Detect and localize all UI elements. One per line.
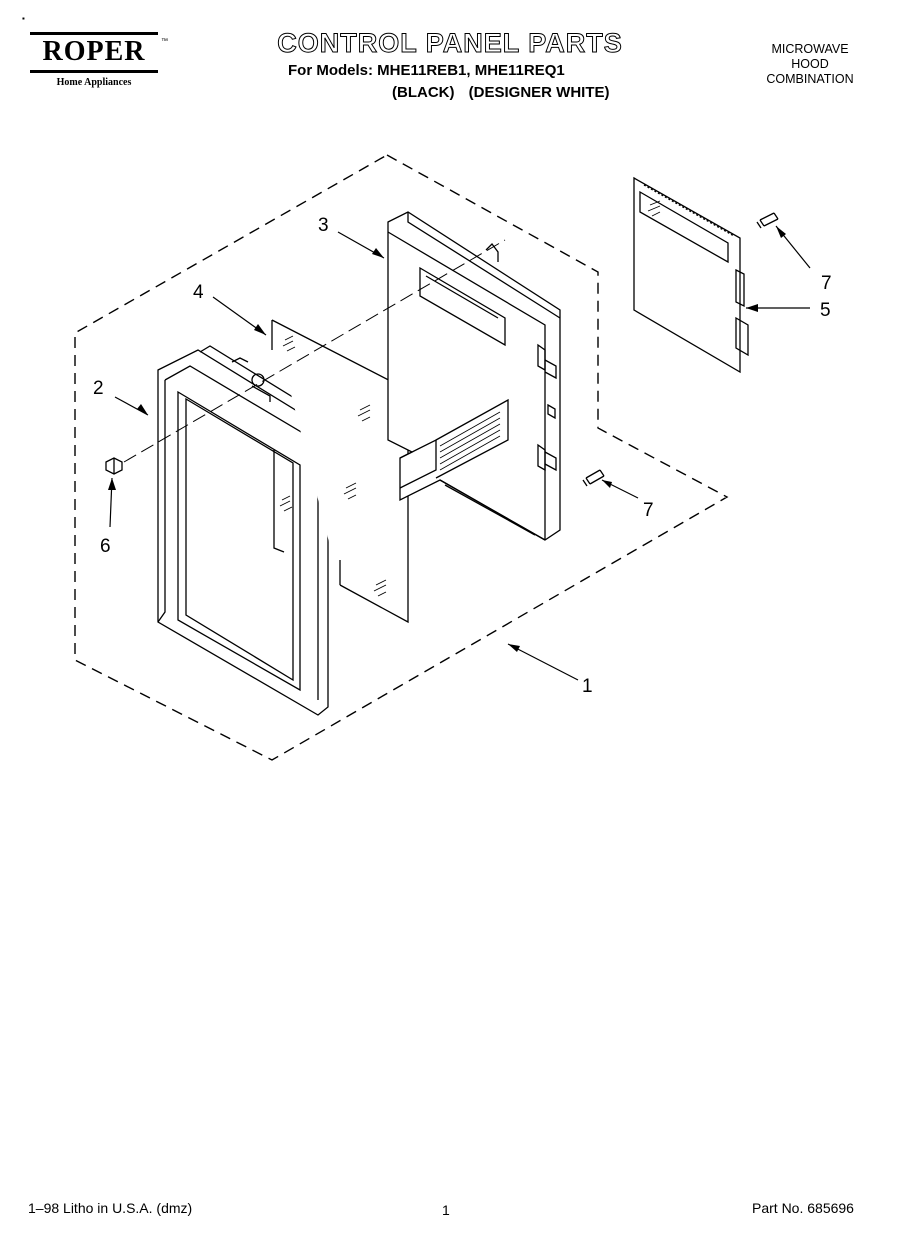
callout-4: 4 (193, 282, 204, 303)
screw-part-6 (105, 457, 123, 475)
electronic-control-board (633, 176, 749, 374)
part-number: Part No. 685696 (752, 1200, 854, 1216)
product-line-2: HOOD (791, 57, 829, 71)
leader-arrowheads (108, 226, 786, 652)
control-panel-frame (157, 345, 331, 716)
product-line-1: MICROWAVE (771, 42, 849, 56)
page-title: CONTROL PANEL PARTS (277, 28, 623, 59)
model-colors: (BLACK) (DESIGNER WHITE) (392, 84, 610, 102)
callout-1: 1 (582, 676, 593, 697)
product-type: MICROWAVE HOOD COMBINATION (740, 42, 880, 87)
product-line-3: COMBINATION (766, 72, 854, 86)
callout-7-board: 7 (821, 273, 832, 294)
callout-5: 5 (820, 300, 831, 321)
screw-part-7-housing (582, 469, 605, 487)
callout-6: 6 (100, 536, 111, 557)
logo-rule-bottom (30, 70, 158, 73)
corner-mark: ▪ (22, 14, 25, 23)
callout-2: 2 (93, 378, 104, 399)
logo-rule-top (30, 32, 158, 35)
brand-name: ROPER (42, 36, 146, 67)
color-black: (BLACK) (392, 84, 455, 101)
roper-logo: ROPER ™ Home Appliances (30, 32, 168, 92)
membrane-switch (271, 319, 409, 624)
print-info: 1–98 Litho in U.S.A. (dmz) (28, 1200, 193, 1216)
color-designer-white: (DESIGNER WHITE) (468, 84, 610, 101)
screw-part-7-board (756, 212, 779, 229)
callout-3: 3 (318, 215, 329, 236)
callout-7-housing: 7 (643, 500, 654, 521)
brand-trademark: ™ (161, 38, 168, 45)
models-line: For Models: MHE11REB1, MHE11REQ1 (288, 62, 565, 79)
page-number: 1 (442, 1202, 450, 1218)
control-housing (387, 211, 561, 541)
brand-subtitle: Home Appliances (56, 77, 132, 88)
alignment-line (123, 239, 506, 463)
